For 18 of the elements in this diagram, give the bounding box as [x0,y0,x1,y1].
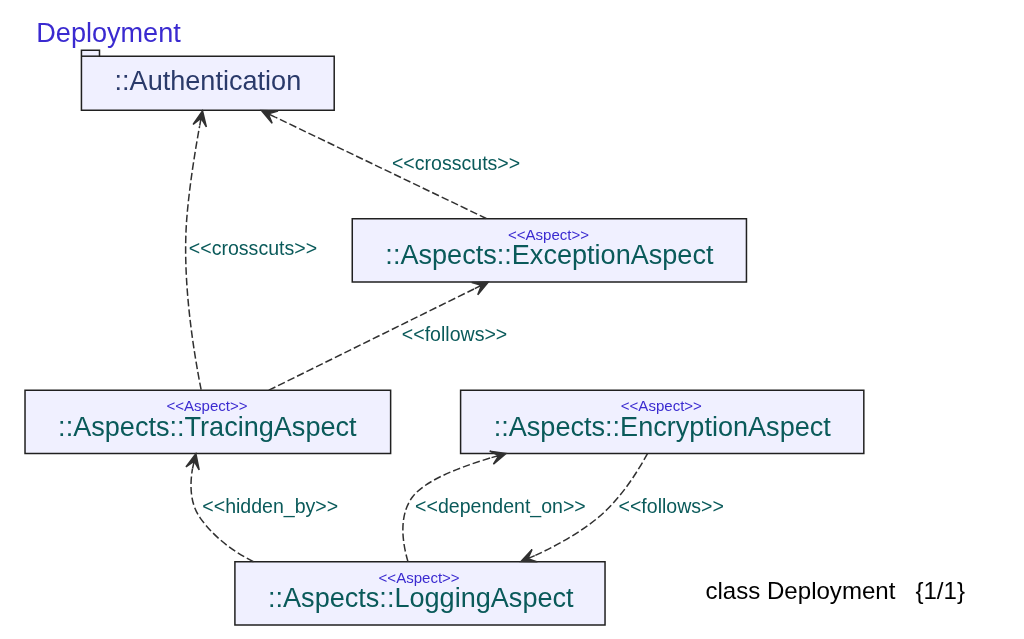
arrow [267,281,489,391]
arrow [184,110,207,391]
arrow [401,450,507,563]
edge-label: <<follows>> [618,494,724,517]
arrow [260,109,487,220]
node-box: <<Aspect>> ::Aspects::EncryptionAspect [459,389,865,455]
edge-label: <<dependent_on>> [414,494,586,517]
arrow [184,453,254,563]
edge-label: <<follows>> [401,323,507,346]
edge-label: <<crosscuts>> [188,237,317,260]
node-box: <<Aspect>> ::Aspects::TracingAspect [23,389,391,455]
arrow [519,452,648,563]
label: class Deployment {1/1} [704,577,965,605]
node-box: <<Aspect>> ::Aspects::ExceptionAspect [351,217,747,283]
edge-label: <<hidden_by>> [201,494,338,517]
node-box: <<Aspect>> ::Aspects::LoggingAspect [233,561,606,626]
diagram-title: Deployment [35,16,181,48]
edge-label: <<crosscuts>> [391,151,520,174]
